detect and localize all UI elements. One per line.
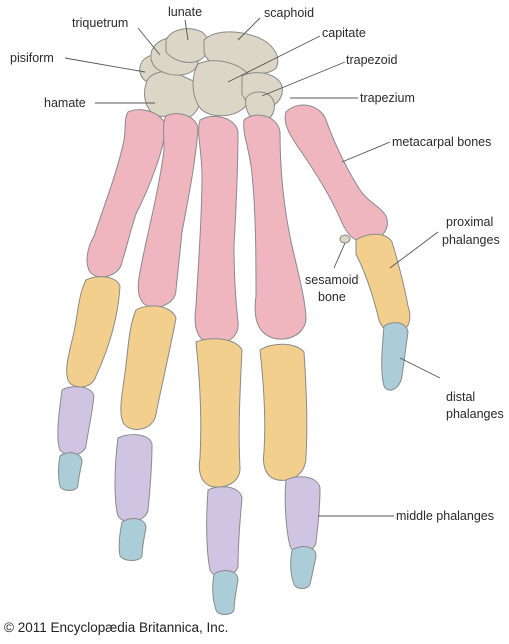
metacarpal-index [244,115,306,339]
label-distal-line2: phalanges [446,407,504,422]
distal-thumb [382,323,408,390]
label-distal-line1: distal [446,390,475,405]
metacarpal-middle [195,116,238,343]
label-sesamoid-line1: sesamoid [305,273,359,288]
middle-ring [115,435,152,522]
label-trapezium: trapezium [360,91,415,106]
label-capitate: capitate [322,26,366,41]
middle-middle [207,487,242,577]
copyright-credit: © 2011 Encyclopædia Britannica, Inc. [4,620,228,635]
carpal-bones [140,29,283,122]
label-hamate: hamate [44,96,86,111]
leader-metacarpal [342,142,390,162]
label-sesamoid-line2: bone [318,290,346,305]
proximal-index [260,344,307,480]
label-middle-phalanges: middle phalanges [396,509,494,524]
label-metacarpal-bones: metacarpal bones [392,135,491,150]
proximal-little [67,277,120,387]
proximal-middle [196,339,242,487]
label-triquetrum: triquetrum [72,16,128,31]
middle-little [58,387,94,455]
leader-distal [400,358,440,378]
metacarpal-thumb [285,105,387,242]
proximal-ring [121,306,176,430]
label-scaphoid: scaphoid [264,6,314,21]
label-lunate: lunate [168,5,202,20]
leader-sesamoid [334,243,345,268]
leader-proximal [390,232,438,268]
distal-index [291,547,316,589]
distal-little [59,453,83,491]
distal-ring [119,519,146,561]
label-pisiform: pisiform [10,51,54,66]
distal-middle [213,571,238,615]
metacarpal-bones [87,105,387,344]
bone-sesamoid [340,235,350,243]
proximal-thumb [356,234,410,332]
middle-index [285,477,320,553]
leader-pisiform [65,58,145,72]
label-trapezoid: trapezoid [346,53,397,68]
label-proximal-line2: phalanges [442,233,500,248]
label-proximal-line1: proximal [446,215,493,230]
leader-triquetrum [138,28,160,55]
